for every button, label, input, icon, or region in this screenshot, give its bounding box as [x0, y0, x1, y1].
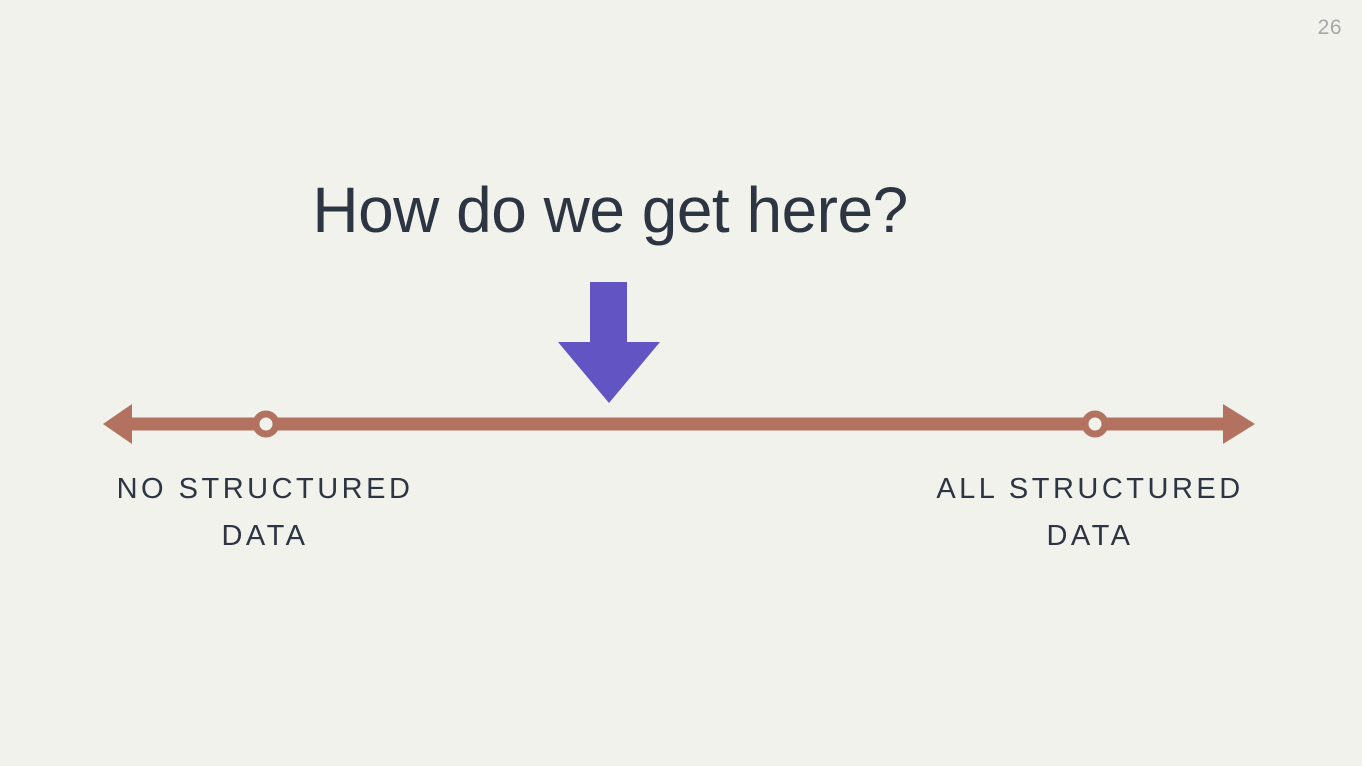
left-endpoint-label-line2: DATA: [221, 520, 309, 552]
left-point-marker: [252, 410, 280, 438]
right-arrowhead-icon: [1223, 404, 1255, 444]
left-endpoint-label-line1: NO STRUCTURED: [116, 473, 414, 505]
down-arrow-icon: [558, 282, 660, 403]
right-endpoint-label: ALL STRUCTURED DATA: [936, 466, 1243, 560]
slide-title: How do we get here?: [312, 174, 908, 246]
right-endpoint-label-line2: DATA: [1046, 520, 1134, 552]
page-number: 26: [1317, 16, 1342, 39]
left-endpoint-label: NO STRUCTURED DATA: [117, 466, 414, 560]
right-endpoint-label-line1: ALL STRUCTURED: [936, 473, 1244, 505]
left-arrowhead-icon: [103, 404, 132, 444]
right-point-marker: [1081, 410, 1109, 438]
spectrum-axis: [103, 404, 1255, 444]
down-arrow-shape: [558, 282, 660, 403]
